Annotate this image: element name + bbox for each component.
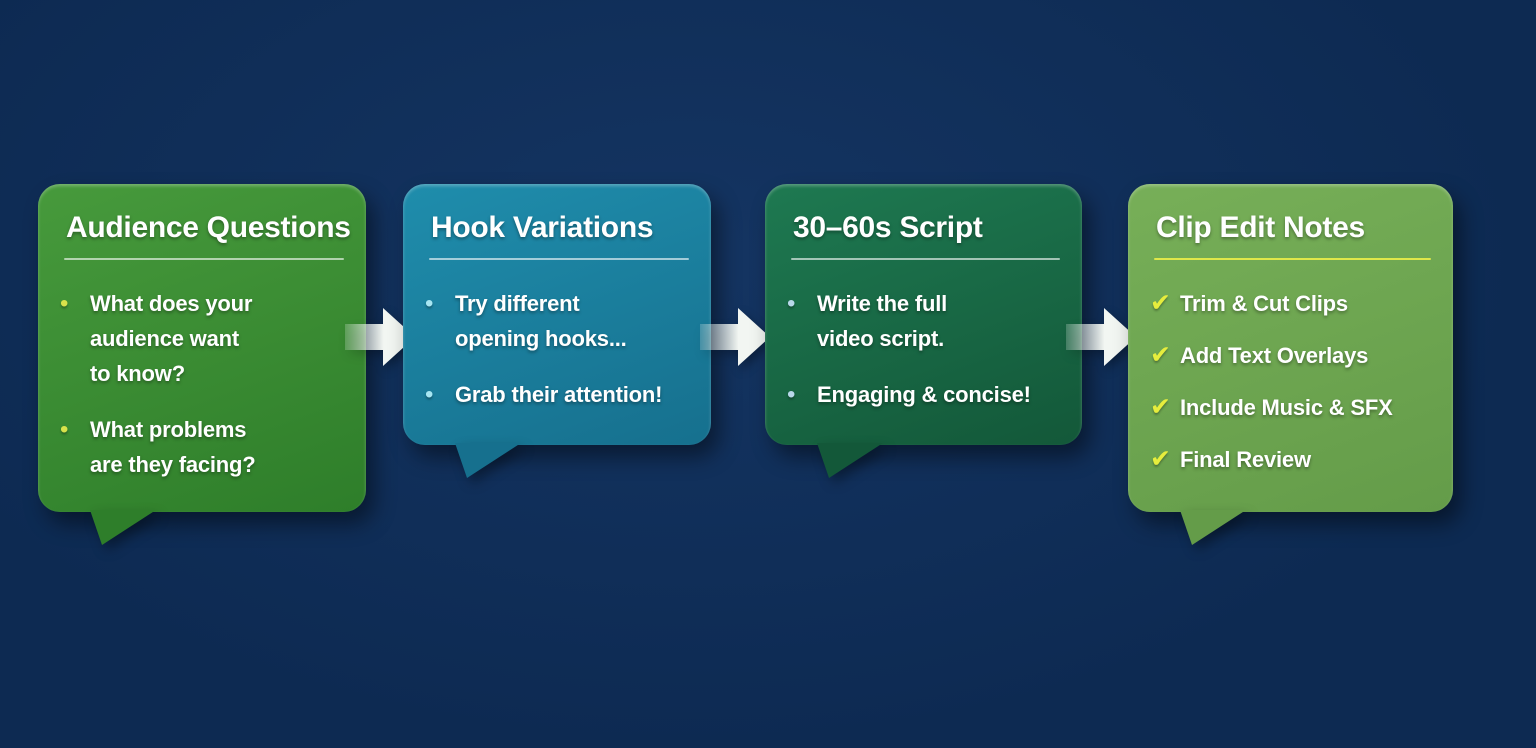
card-hook-variations: Hook Variations • Try different opening … — [403, 184, 711, 478]
bullet-item: • What problems are they facing? — [60, 412, 348, 482]
checklist-text: Include Music & SFX — [1180, 395, 1393, 420]
card-30-60s-script: 30–60s Script • Write the full video scr… — [765, 184, 1082, 478]
bullet-item: • Engaging & concise! — [787, 377, 1064, 412]
bullet-dot-icon: • — [425, 290, 434, 317]
bullet-list: • What does your audience want to know? … — [60, 286, 348, 482]
bullet-item: • Try different opening hooks... — [425, 286, 693, 356]
title-underline — [791, 258, 1060, 260]
checklist-item: ✔ Final Review — [1150, 442, 1435, 477]
card-clip-edit-notes: Clip Edit Notes ✔ Trim & Cut Clips ✔ Add… — [1128, 184, 1453, 545]
bullet-item: • Grab their attention! — [425, 377, 693, 412]
bullet-dot-icon: • — [787, 290, 796, 317]
checklist-text: Final Review — [1180, 447, 1311, 472]
card-audience-questions: Audience Questions • What does your audi… — [38, 184, 366, 545]
speech-tail — [1180, 510, 1246, 545]
bullet-item: • What does your audience want to know? — [60, 286, 348, 391]
bullet-text: Try different opening hooks... — [455, 291, 627, 351]
bullet-item: • Write the full video script. — [787, 286, 1064, 356]
card-title: Audience Questions — [66, 211, 351, 244]
bullet-text: Grab their attention! — [455, 382, 663, 407]
checklist: ✔ Trim & Cut Clips ✔ Add Text Overlays ✔… — [1150, 286, 1435, 477]
bullet-dot-icon: • — [425, 381, 434, 408]
flow-arrow-icon — [345, 308, 415, 366]
bullet-list: • Try different opening hooks... • Grab … — [425, 286, 693, 412]
bullet-list: • Write the full video script. • Engagin… — [787, 286, 1064, 412]
checklist-text: Add Text Overlays — [1180, 343, 1369, 368]
bullet-text: Write the full video script. — [817, 291, 948, 351]
bullet-text: Engaging & concise! — [817, 382, 1031, 407]
title-underline — [64, 258, 344, 260]
card-title: Clip Edit Notes — [1156, 211, 1365, 244]
check-icon: ✔ — [1150, 341, 1171, 369]
flow-arrow-icon — [700, 308, 770, 366]
bullet-text: What problems are they facing? — [90, 417, 256, 477]
speech-tail — [90, 510, 156, 545]
bullet-dot-icon: • — [787, 381, 796, 408]
checklist-item: ✔ Trim & Cut Clips — [1150, 286, 1435, 321]
checklist-item: ✔ Include Music & SFX — [1150, 390, 1435, 425]
check-icon: ✔ — [1150, 445, 1171, 473]
check-icon: ✔ — [1150, 393, 1171, 421]
bullet-dot-icon: • — [60, 416, 69, 443]
bullet-text: What does your audience want to know? — [90, 291, 253, 386]
speech-tail — [455, 443, 521, 478]
flow-arrow-icon — [1066, 308, 1136, 366]
card-title: Hook Variations — [431, 211, 654, 244]
card-title: 30–60s Script — [793, 211, 983, 244]
check-icon: ✔ — [1150, 289, 1171, 317]
speech-tail — [817, 443, 883, 478]
checklist-item: ✔ Add Text Overlays — [1150, 338, 1435, 373]
title-underline — [1154, 258, 1431, 260]
bullet-dot-icon: • — [60, 290, 69, 317]
checklist-text: Trim & Cut Clips — [1180, 291, 1348, 316]
title-underline — [429, 258, 689, 260]
